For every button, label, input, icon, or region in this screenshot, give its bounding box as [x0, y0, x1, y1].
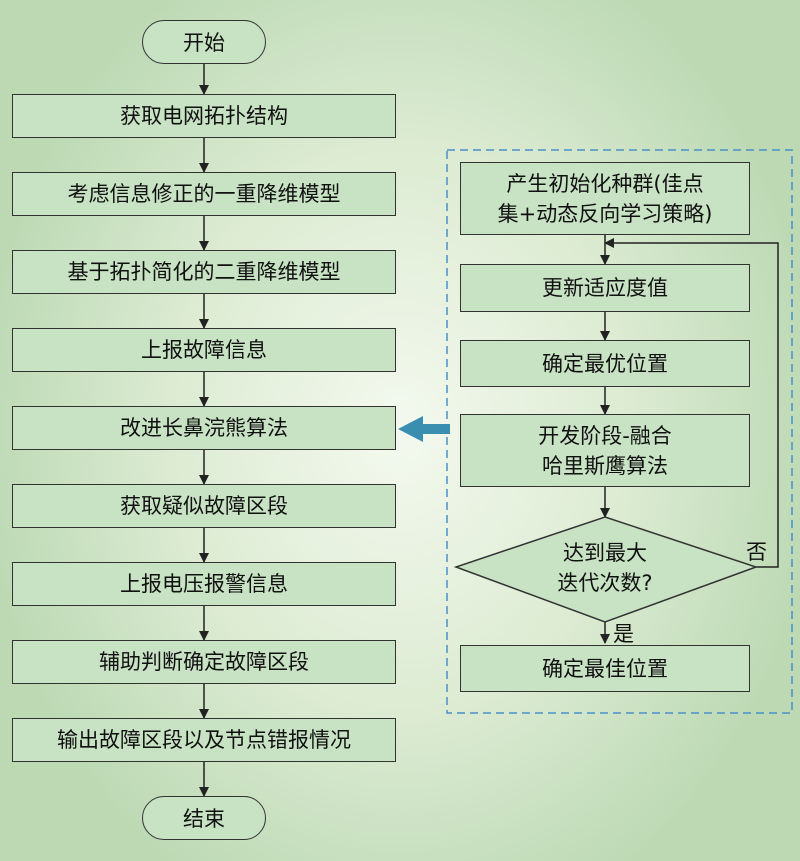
step-confirm-fault-section: 辅助判断确定故障区段: [12, 640, 396, 684]
yes-label: 是: [613, 622, 634, 646]
no-label: 否: [746, 540, 767, 564]
start-terminal: 开始: [142, 20, 266, 64]
sub-step-init-population: 产生初始化种群(佳点 集+动态反向学习策略): [460, 162, 750, 235]
step-report-voltage-alarm: 上报电压报警信息: [12, 562, 396, 606]
step-get-topology: 获取电网拓扑结构: [12, 94, 396, 138]
sub-step-develop-phase: 开发阶段-融合 哈里斯鹰算法: [460, 414, 750, 487]
sub-step-update-fitness: 更新适应度值: [460, 264, 750, 312]
decision-line-1: 达到最大: [563, 541, 647, 565]
connector-arrow-icon: [398, 416, 450, 442]
develop-line-2: 哈里斯鹰算法: [542, 453, 668, 478]
step-improved-coati-algorithm: 改进长鼻浣熊算法: [12, 406, 396, 450]
step-second-reduction-model: 基于拓扑简化的二重降维模型: [12, 250, 396, 294]
step-get-suspect-section: 获取疑似故障区段: [12, 484, 396, 528]
init-line-1: 产生初始化种群(佳点: [506, 171, 704, 196]
step-output-results: 输出故障区段以及节点错报情况: [12, 718, 396, 762]
sub-flow-arrows: [600, 235, 779, 644]
decision-line-2: 迭代次数?: [557, 571, 653, 595]
decision-diamond: [453, 516, 759, 623]
end-terminal: 结束: [142, 796, 266, 840]
develop-line-1: 开发阶段-融合: [538, 423, 672, 448]
init-line-2: 集+动态反向学习策略): [497, 201, 713, 226]
step-report-fault-info: 上报故障信息: [12, 328, 396, 372]
step-first-reduction-model: 考虑信息修正的一重降维模型: [12, 172, 396, 216]
sub-step-best-position: 确定最优位置: [460, 340, 750, 387]
decision-text: 达到最大 迭代次数?: [505, 538, 705, 598]
sub-step-final-position: 确定最佳位置: [460, 645, 750, 692]
